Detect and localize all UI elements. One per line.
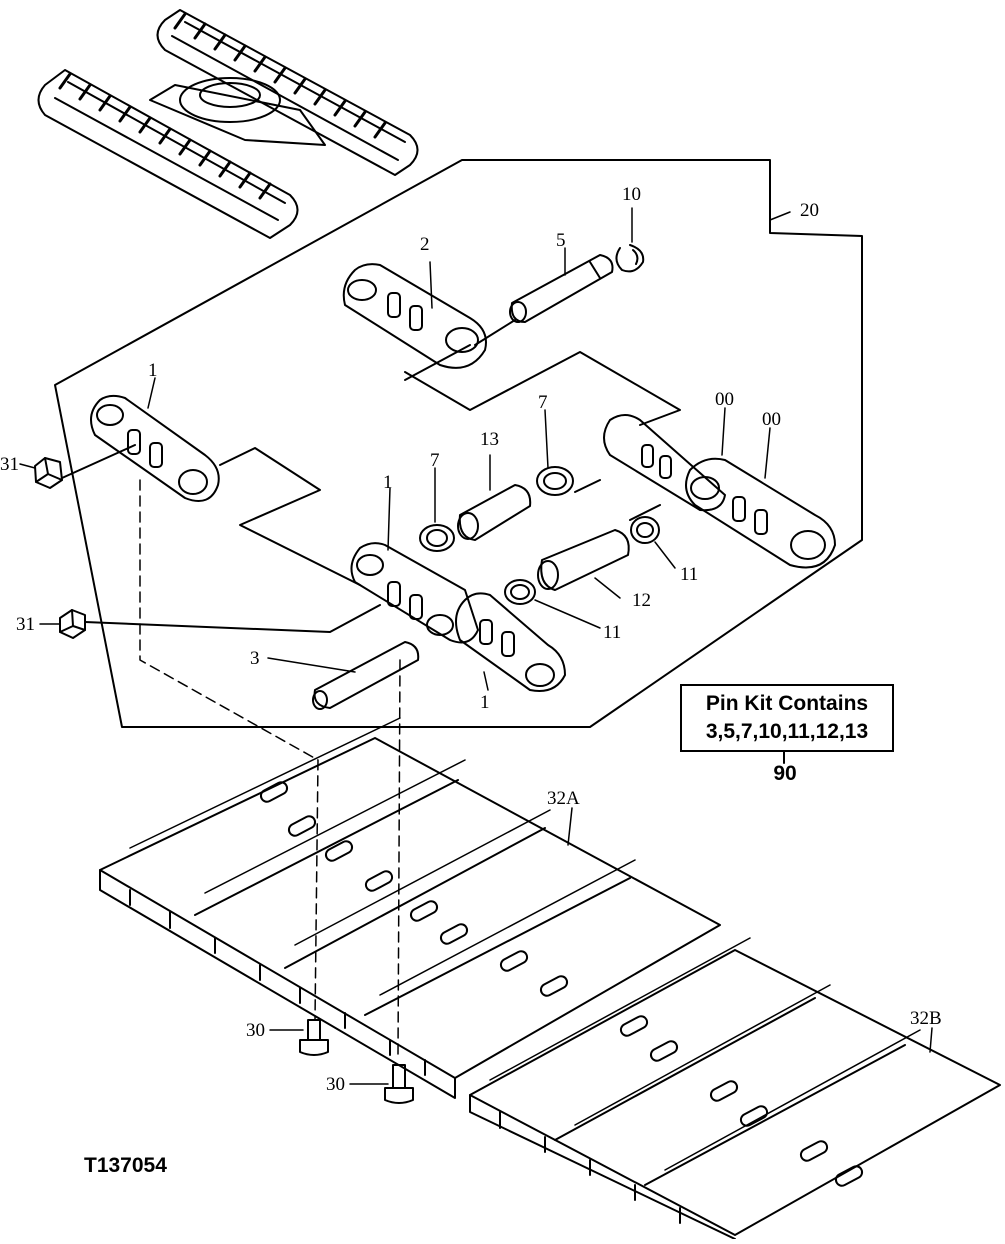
callout-31-upper: 31 bbox=[0, 454, 19, 475]
assembly-boundary bbox=[54, 159, 863, 728]
part-pin-5 bbox=[474, 254, 614, 346]
callout-20: 20 bbox=[800, 200, 819, 221]
part-link-upper bbox=[342, 263, 681, 426]
part-seal-11-left bbox=[504, 579, 536, 605]
part-nut-31-lower bbox=[59, 609, 86, 639]
part-pin-3 bbox=[312, 641, 420, 710]
part-bolt-30-upper bbox=[299, 1019, 329, 1056]
callout-32a: 32A bbox=[547, 788, 580, 809]
callout-13: 13 bbox=[480, 429, 499, 450]
part-bushing-12 bbox=[537, 529, 630, 591]
callout-31-lower: 31 bbox=[16, 614, 35, 635]
callout-12: 12 bbox=[632, 590, 651, 611]
callout-30-lower: 30 bbox=[326, 1074, 345, 1095]
callout-32b: 32B bbox=[910, 1008, 942, 1029]
callout-3: 3 bbox=[250, 648, 260, 669]
callout-00-lower: 00 bbox=[762, 409, 781, 430]
part-seal-7-upper bbox=[536, 466, 574, 496]
part-link-left bbox=[90, 394, 361, 586]
callout-7-upper: 7 bbox=[538, 392, 548, 413]
pin-kit-box: Pin Kit Contains 3,5,7,10,11,12,13 bbox=[680, 684, 894, 752]
callout-1-center: 1 bbox=[383, 472, 393, 493]
part-link-center bbox=[350, 542, 566, 692]
pin-kit-contents: 3,5,7,10,11,12,13 bbox=[705, 720, 869, 743]
callout-1-lower: 1 bbox=[480, 692, 490, 713]
callout-5: 5 bbox=[556, 230, 566, 251]
callout-10: 10 bbox=[622, 184, 641, 205]
part-seal-11-right bbox=[630, 516, 660, 544]
callout-30-upper: 30 bbox=[246, 1020, 265, 1041]
callout-11-left: 11 bbox=[603, 622, 621, 643]
pin-kit-title: Pin Kit Contains bbox=[705, 692, 869, 715]
part-bushing-13 bbox=[457, 484, 532, 541]
part-link-right-pair bbox=[574, 414, 836, 569]
callout-00-upper: 00 bbox=[715, 389, 734, 410]
part-track-shoes-32b bbox=[469, 937, 1001, 1240]
leader-lines bbox=[19, 207, 933, 1085]
part-track-shoes-32a bbox=[99, 717, 721, 1099]
callout-1-left: 1 bbox=[148, 360, 158, 381]
part-nut-31-upper bbox=[34, 457, 63, 489]
callout-labels: 2 5 10 20 1 1 1 7 7 13 00 00 11 11 12 3 … bbox=[0, 184, 942, 1095]
part-bolt-30-lower bbox=[384, 1064, 414, 1104]
figure-id: T137054 bbox=[84, 1154, 167, 1177]
track-frame-thumbnail bbox=[37, 9, 419, 239]
callout-11-right: 11 bbox=[680, 564, 698, 585]
part-snap-ring-10 bbox=[615, 244, 645, 273]
part-seal-7-lower bbox=[419, 524, 455, 552]
callout-2: 2 bbox=[420, 234, 430, 255]
callout-7-lower: 7 bbox=[430, 450, 440, 471]
pin-kit-ref: 90 bbox=[773, 762, 797, 785]
